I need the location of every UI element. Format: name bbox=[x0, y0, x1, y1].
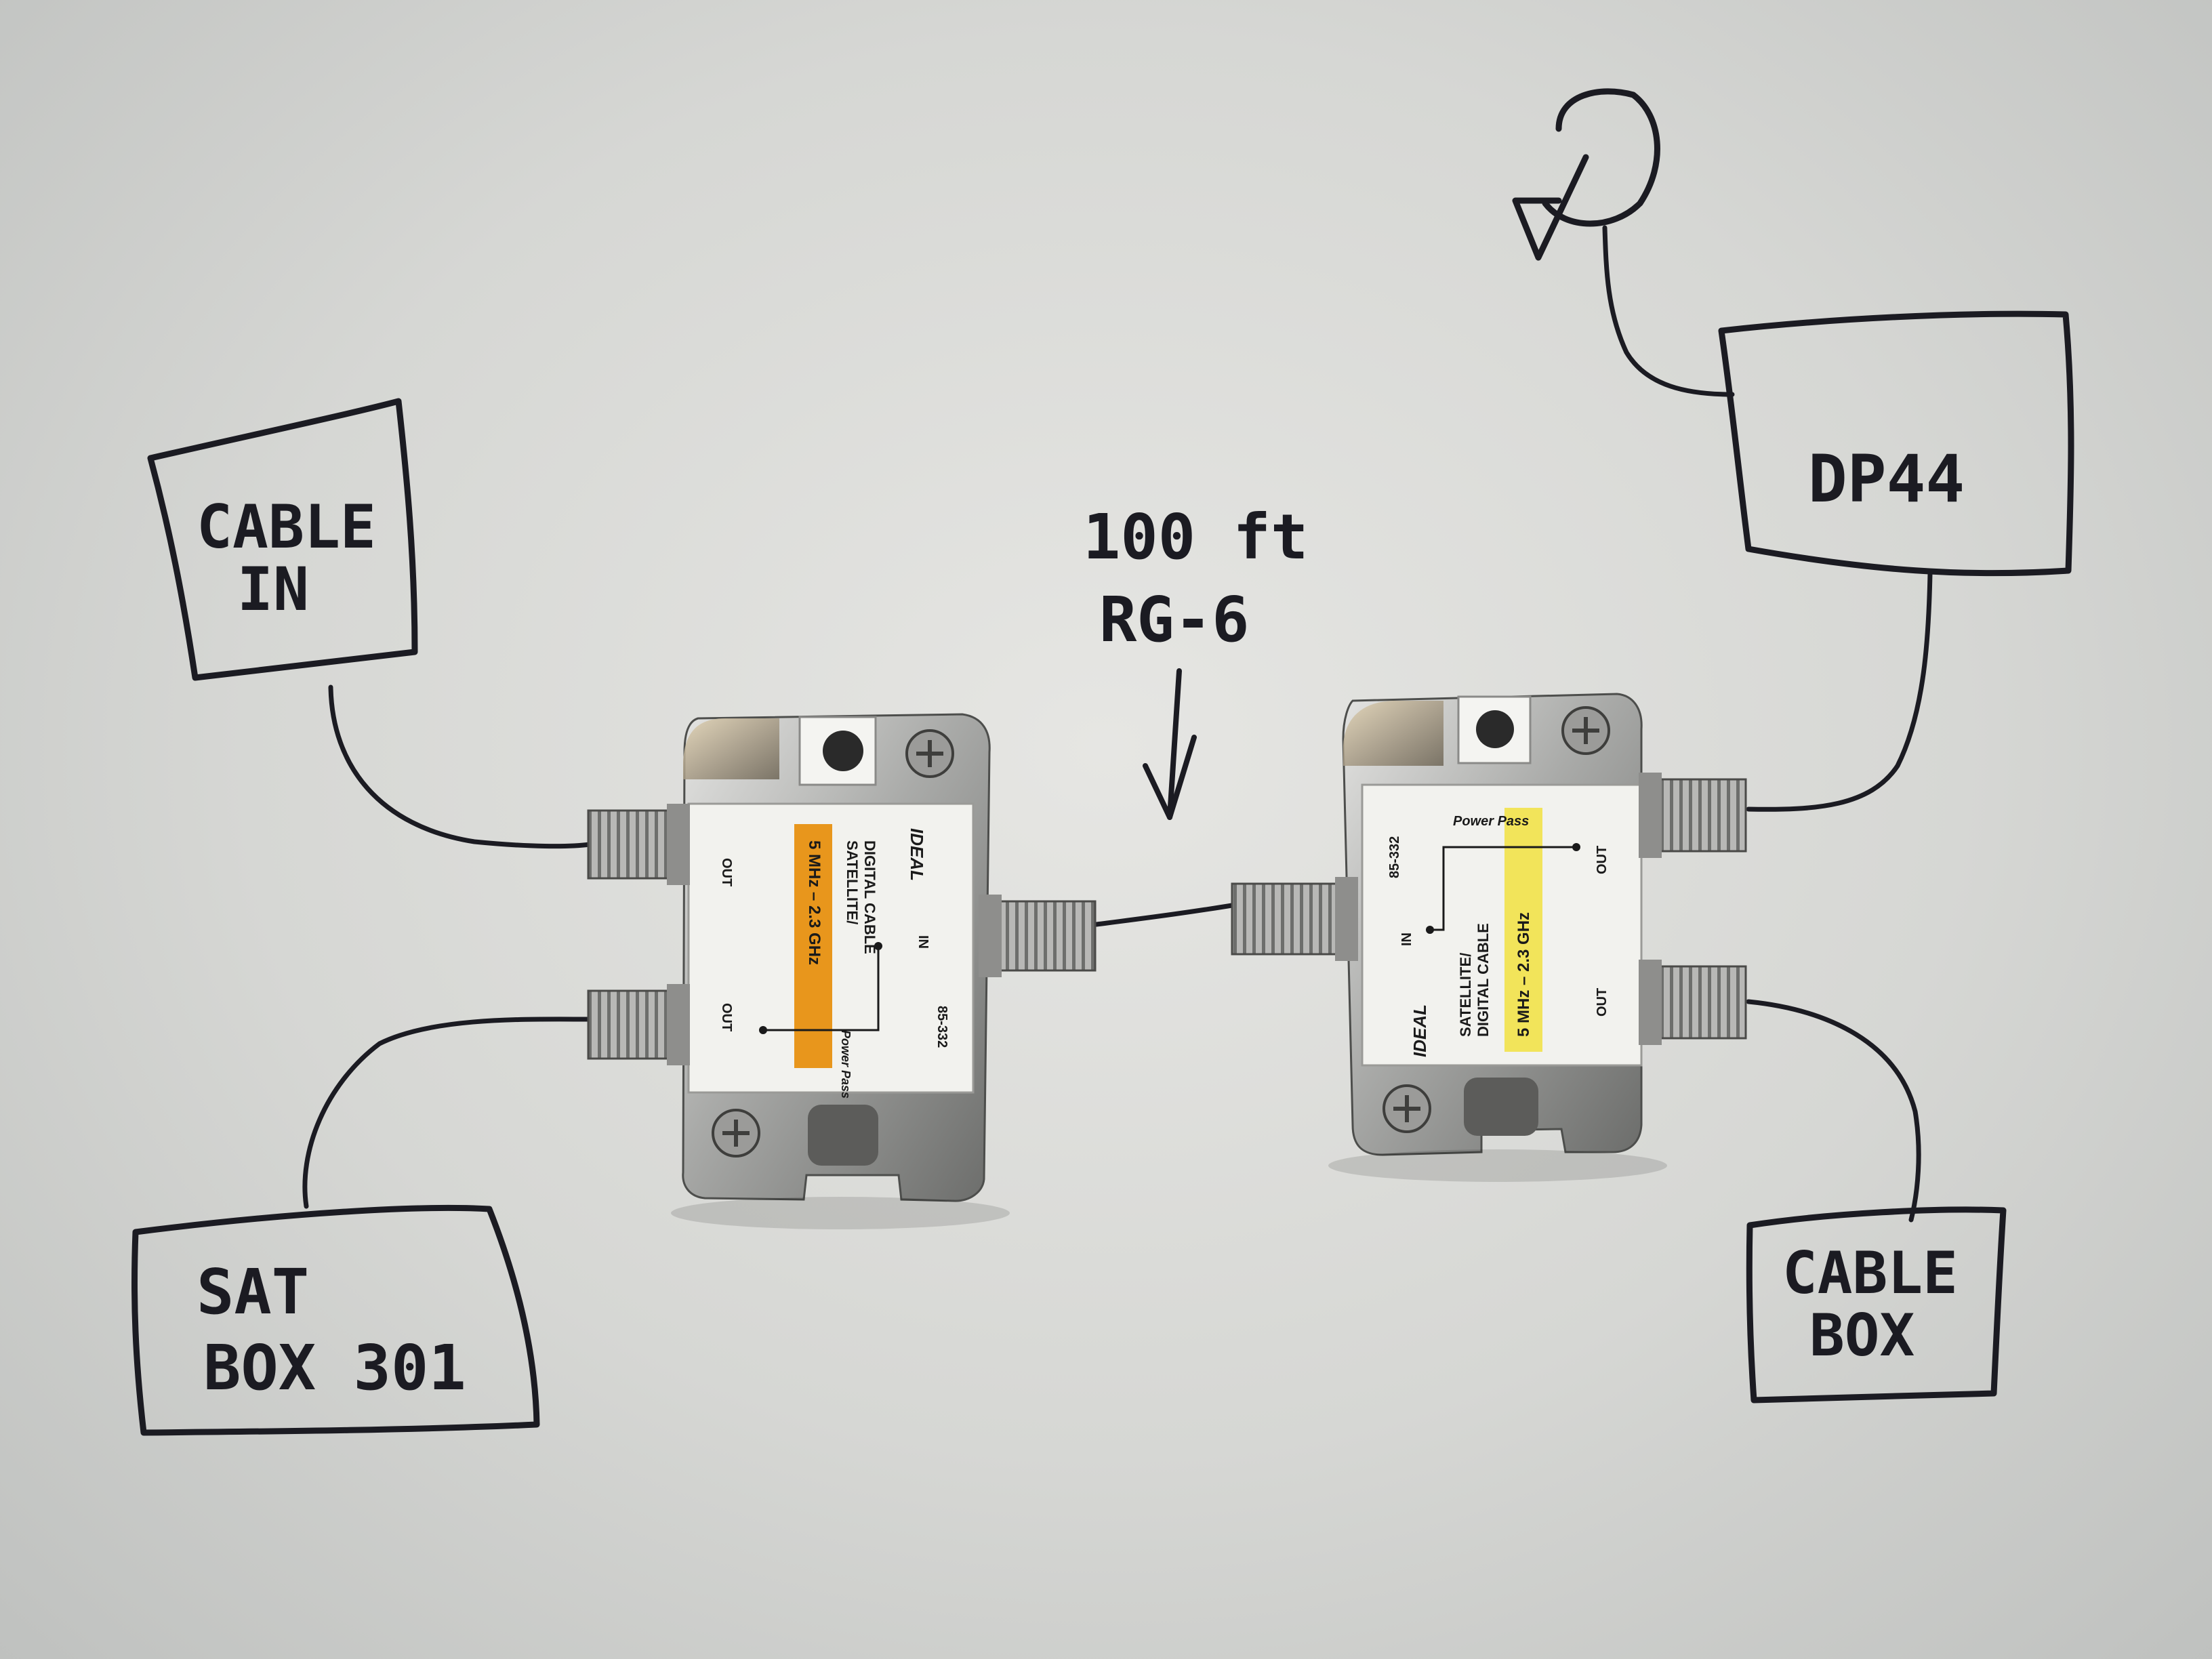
right-port-in-label: IN bbox=[1399, 933, 1414, 946]
dp44-box bbox=[1718, 310, 2074, 577]
sat-box-label-2: BOX 301 bbox=[203, 1332, 466, 1404]
cable-box-label-1: CABLE bbox=[1782, 1240, 1958, 1307]
right-type-line2: DIGITAL CABLE bbox=[1475, 923, 1492, 1037]
left-port-out1-label: OUT bbox=[719, 858, 734, 886]
drawn-wires bbox=[302, 225, 1933, 1223]
cable-run-label-1: 100 ft bbox=[1083, 501, 1308, 573]
left-freq-label: 5 MHz – 2.3 GHz bbox=[805, 840, 823, 965]
left-port-out2-label: OUT bbox=[719, 1003, 734, 1031]
right-splitter: 5 MHz – 2.3 GHz DIGITAL CABLE SATELLITE/… bbox=[1231, 693, 1747, 1156]
left-brand-logo: IDEAL bbox=[907, 828, 927, 881]
sat-box-box bbox=[131, 1204, 540, 1436]
right-type-line1: SATELLITE/ bbox=[1457, 953, 1474, 1037]
right-shadow bbox=[1328, 1149, 1667, 1182]
left-band-color bbox=[794, 824, 832, 1068]
right-brand-logo: IDEAL bbox=[1410, 1004, 1430, 1057]
left-model-number: 85-332 bbox=[935, 1006, 949, 1048]
right-band-color bbox=[1504, 808, 1542, 1052]
left-port-in-label: IN bbox=[916, 935, 930, 949]
left-splitter: 5 MHz – 2.3 GHz SATELLITE/ DIGITAL CABLE… bbox=[587, 713, 1097, 1202]
cable-in-box bbox=[147, 398, 418, 681]
cable-in-label-1: CABLE bbox=[197, 492, 376, 562]
arrow-head-icon bbox=[1143, 735, 1197, 820]
left-type-line2: DIGITAL CABLE bbox=[861, 840, 878, 954]
left-power-pass: Power Pass bbox=[839, 1030, 853, 1099]
right-port-out2-label: OUT bbox=[1595, 988, 1610, 1017]
left-port-out1-connector bbox=[587, 804, 690, 885]
right-freq-label: 5 MHz – 2.3 GHz bbox=[1515, 912, 1533, 1037]
dp44-label: DP44 bbox=[1808, 441, 1965, 517]
cable-run-label-2: RG-6 bbox=[1099, 583, 1250, 656]
left-port-out2-connector bbox=[587, 984, 690, 1065]
right-power-pass: Power Pass bbox=[1453, 814, 1529, 829]
sat-box-label-1: SAT bbox=[197, 1256, 309, 1328]
cable-box-label-2: BOX bbox=[1809, 1302, 1914, 1370]
right-port-out2-connector bbox=[1639, 960, 1747, 1045]
right-port-in-connector bbox=[1231, 877, 1358, 961]
arrow-shaft bbox=[1167, 668, 1182, 820]
cable-in-label-2: IN bbox=[237, 554, 309, 624]
right-model-number: 85-332 bbox=[1387, 836, 1402, 878]
left-type-line1: SATELLITE/ bbox=[844, 840, 861, 924]
right-port-out1-connector bbox=[1639, 773, 1747, 858]
right-port-out1-label: OUT bbox=[1595, 846, 1610, 874]
satellite-dish-arm-icon bbox=[1512, 154, 1589, 261]
left-shadow bbox=[671, 1197, 1010, 1229]
satellite-dish-icon bbox=[1542, 88, 1660, 227]
left-port-in-connector bbox=[979, 895, 1097, 977]
